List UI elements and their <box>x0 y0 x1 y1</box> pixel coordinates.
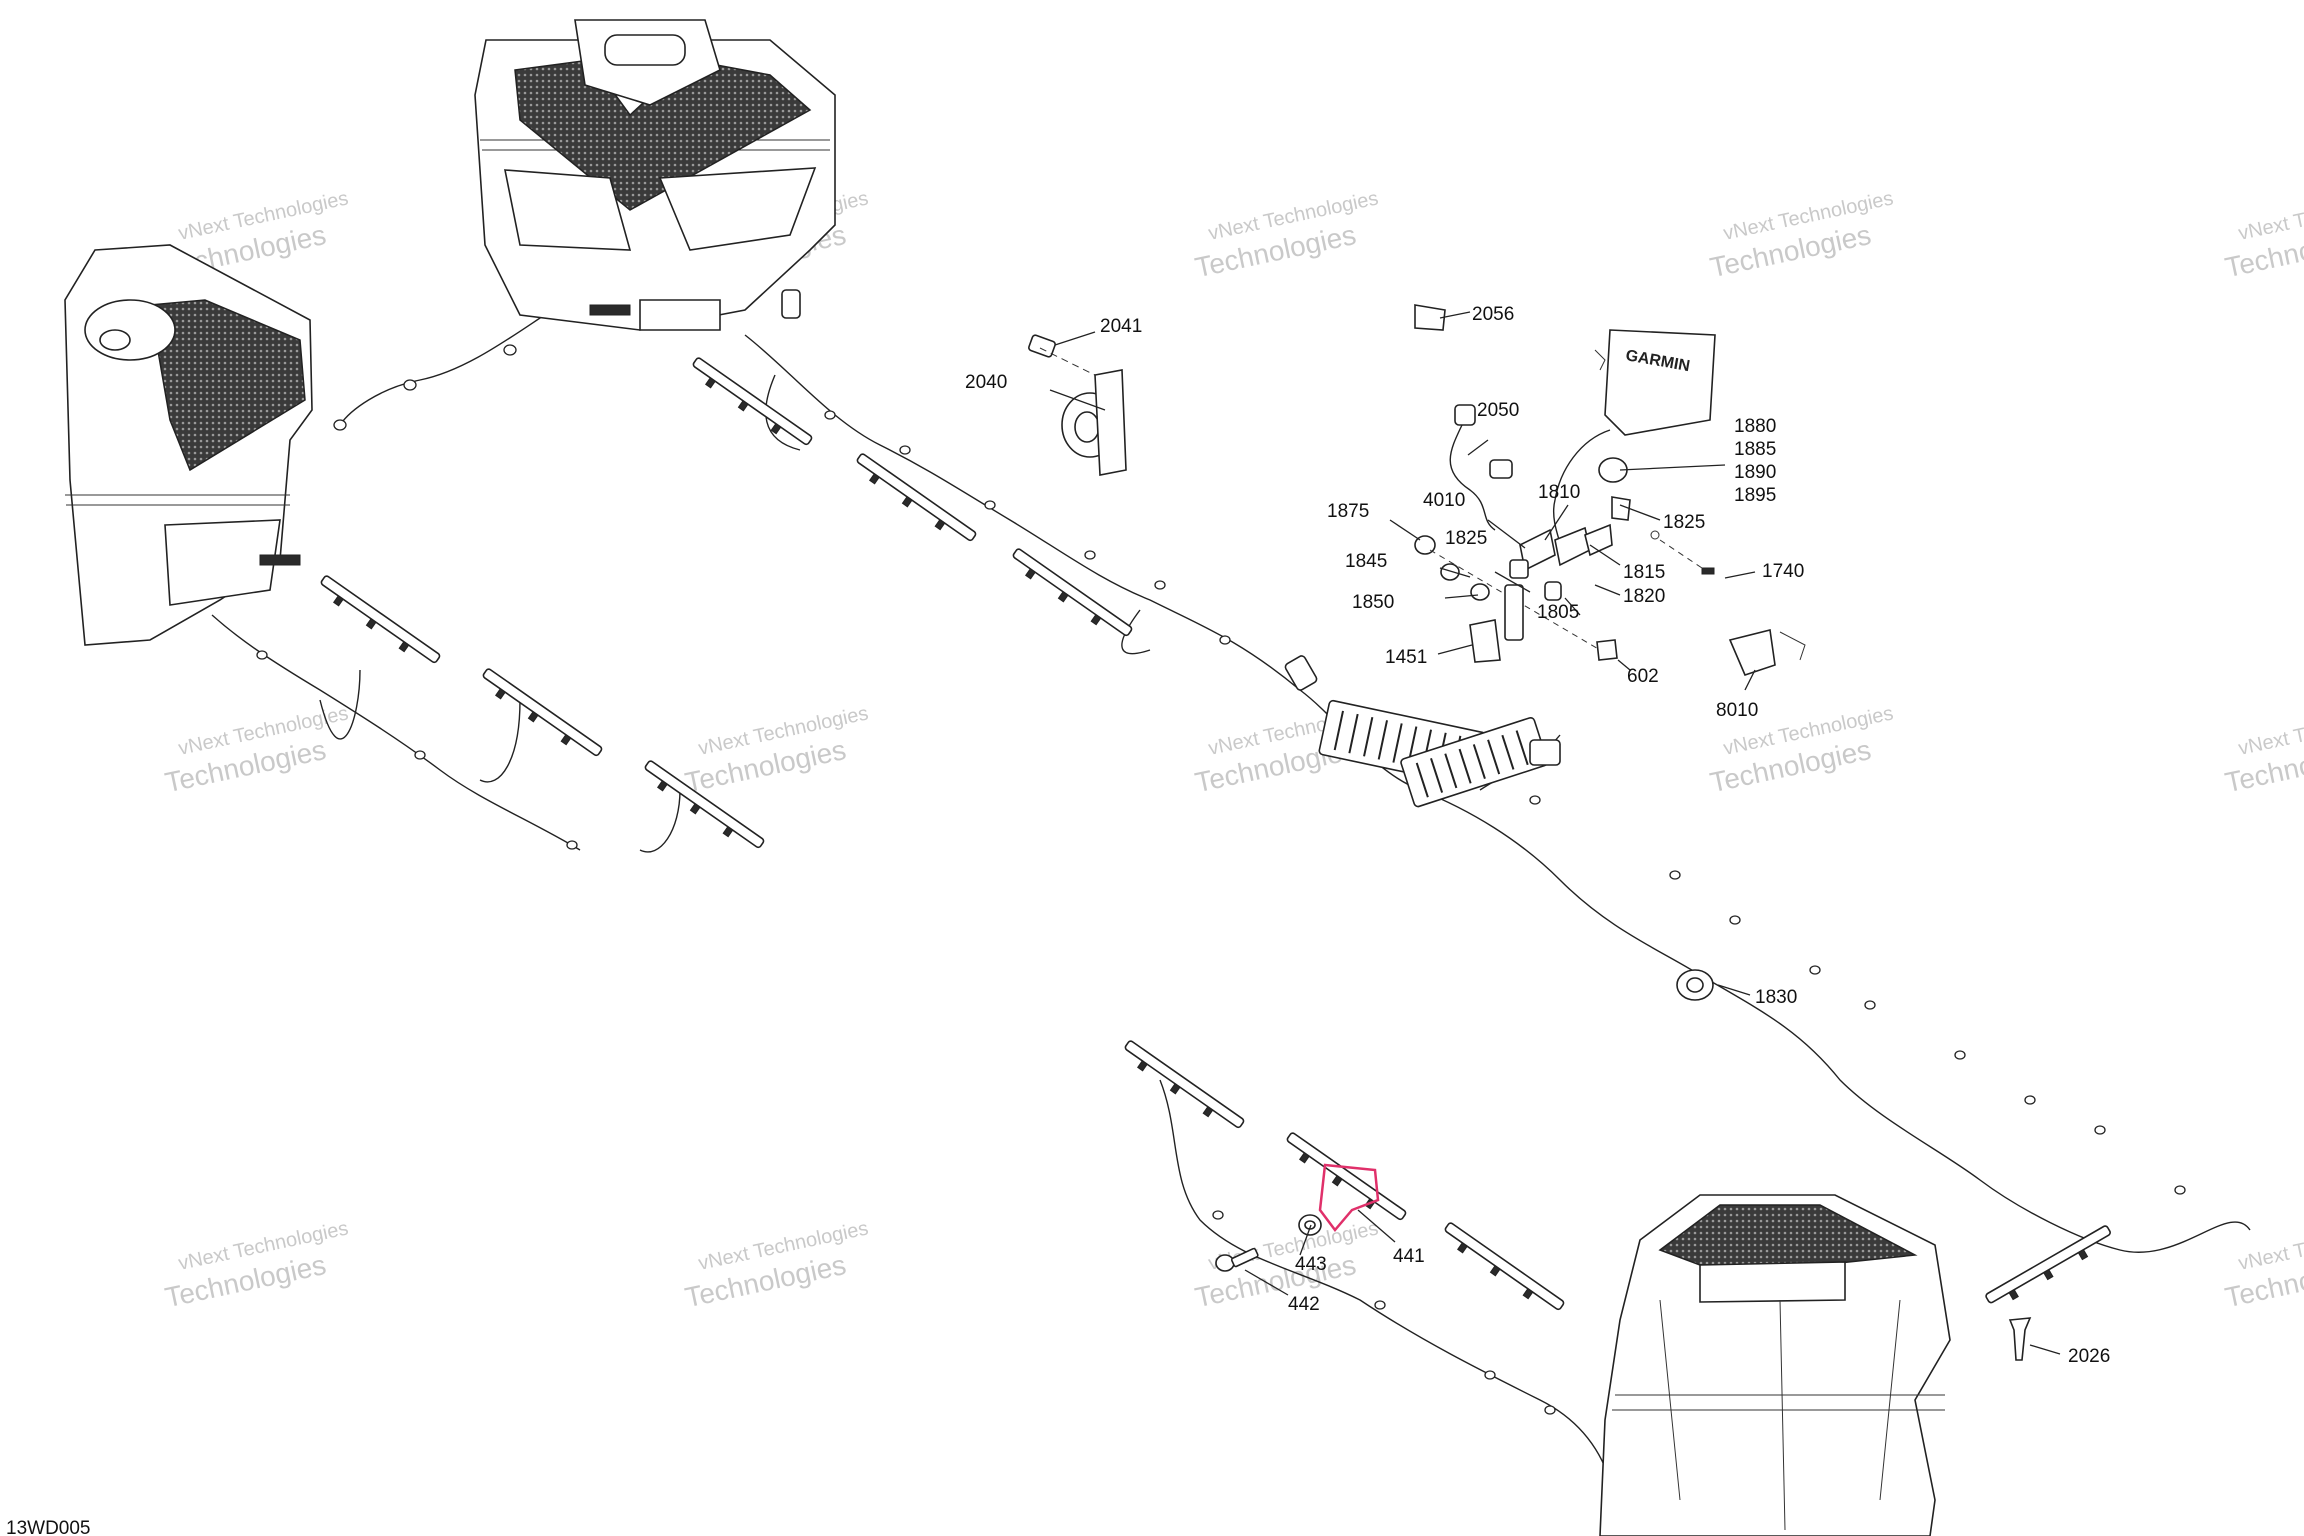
light-bars <box>320 357 2111 1311</box>
harness-drop-4 <box>479 699 521 783</box>
speaker-tower-left <box>64 244 313 646</box>
watermark: vNext Technologies Technologies <box>682 1217 870 1313</box>
callout-4010: 4010 <box>1423 490 1465 511</box>
light-bar <box>1124 1040 1245 1129</box>
callout-1885: 1885 <box>1734 439 1776 460</box>
callout-602: 602 <box>1627 666 1659 687</box>
watermark-line1: vNext Technologies <box>2236 702 2304 760</box>
callout-1830: 1830 <box>1755 987 1797 1008</box>
callout-1845: 1845 <box>1345 551 1387 572</box>
horn-assembly <box>1028 334 1127 476</box>
light-bar <box>1286 1132 1407 1221</box>
watermark: vNext Technologies Technologies <box>682 702 870 798</box>
light-bar <box>1012 548 1133 637</box>
watermark: vNext Technologies Technologies <box>2222 1217 2304 1313</box>
mounting-bracket <box>1318 1163 1380 1233</box>
callout-1820: 1820 <box>1623 586 1665 607</box>
callout-1890: 1890 <box>1734 462 1776 483</box>
callout-2041: 2041 <box>1100 316 1142 337</box>
harness-main-run <box>744 334 2251 1253</box>
harness-bottom-branch <box>1159 1079 1611 1481</box>
light-bar <box>692 357 813 446</box>
callout-2026: 2026 <box>2068 1346 2110 1367</box>
figure-code: 13WD005 <box>6 1518 91 1536</box>
watermark: vNext Technologies Technologies <box>1707 187 1895 283</box>
watermark-line1: vNext Technologies <box>2236 187 2304 245</box>
callout-1850: 1850 <box>1352 592 1394 613</box>
harness-drop-3 <box>319 669 361 740</box>
harness-clips <box>256 344 2186 1415</box>
amplifier-units <box>1284 655 1561 808</box>
callout-8010: 8010 <box>1716 700 1758 721</box>
harness-drop-1 <box>765 374 801 451</box>
callout-443: 443 <box>1295 1254 1327 1275</box>
light-bar <box>644 760 765 849</box>
callout-1825-right: 1825 <box>1663 512 1705 533</box>
watermark: vNext Technologies Technologies <box>162 1217 350 1313</box>
speaker-tower-top <box>474 19 836 331</box>
harness-drop-5 <box>639 789 681 853</box>
speaker-tower-bottom <box>1599 1194 1951 1536</box>
head-unit-cluster: GARMIN <box>1414 304 1806 1001</box>
callout-1810: 1810 <box>1538 482 1580 503</box>
leader-lines <box>1049 311 2061 1355</box>
harness-top-speaker-link <box>339 304 561 426</box>
callout-1451: 1451 <box>1385 647 1427 668</box>
callout-1805: 1805 <box>1537 602 1579 623</box>
watermark: vNext Technologies Technologies <box>2222 187 2304 283</box>
watermark: vNext Technologies Technologies <box>2222 702 2304 798</box>
bolt <box>2008 1317 2032 1361</box>
watermark: vNext Technologies Technologies <box>162 702 350 798</box>
watermark: vNext Technologies Technologies <box>1192 187 1380 283</box>
callout-2050: 2050 <box>1477 400 1519 421</box>
harness-drop-2 <box>1121 609 1151 655</box>
bracket-parts <box>1215 1163 2032 1361</box>
callout-2040: 2040 <box>965 372 1007 393</box>
usb-port <box>1611 496 1631 521</box>
light-bar <box>482 668 603 757</box>
callout-2056: 2056 <box>1472 304 1514 325</box>
callout-1875: 1875 <box>1327 501 1369 522</box>
light-bar <box>856 453 977 542</box>
callout-1880: 1880 <box>1734 416 1776 437</box>
light-bar <box>1444 1222 1565 1311</box>
light-bar <box>320 575 441 664</box>
callout-1740: 1740 <box>1762 561 1804 582</box>
callout-1825-left: 1825 <box>1445 528 1487 549</box>
speaker-connector <box>781 289 801 319</box>
callout-442: 442 <box>1288 1294 1320 1315</box>
callouts: 2041 2040 2056 2050 1880 1885 1890 1895 … <box>965 304 2110 1367</box>
callout-1815: 1815 <box>1623 562 1665 583</box>
wire-harness <box>211 304 2251 1481</box>
callout-441: 441 <box>1393 1246 1425 1267</box>
callout-1895: 1895 <box>1734 485 1776 506</box>
light-bar <box>1985 1225 2111 1304</box>
